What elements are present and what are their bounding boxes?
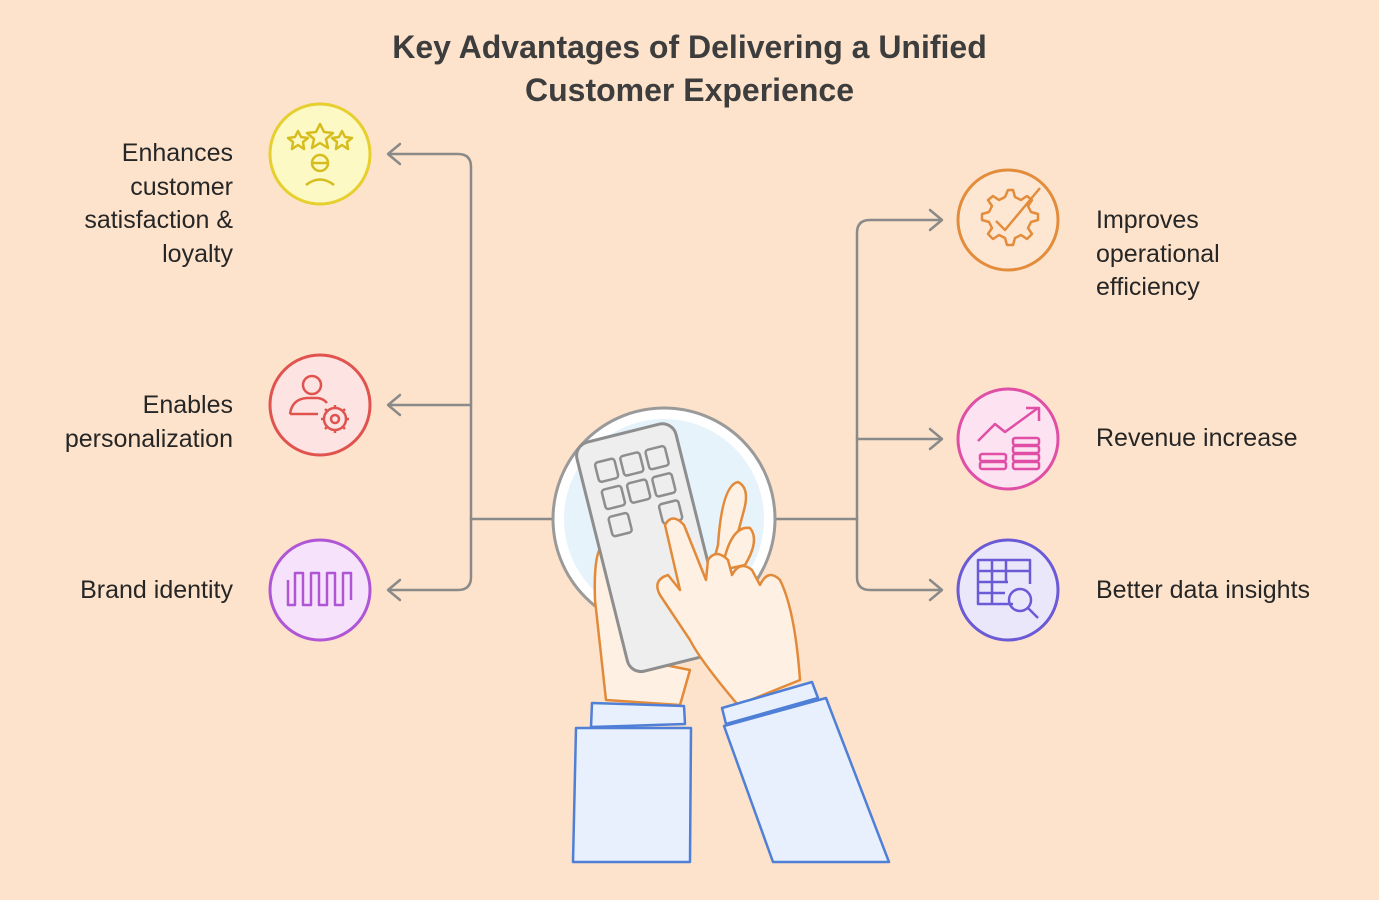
connectors xyxy=(386,142,944,602)
label-personalization-line-2: personalization xyxy=(64,424,233,453)
connector-left-bottom xyxy=(388,517,473,592)
gear-check-icon xyxy=(980,187,1041,247)
arrowhead-right-top xyxy=(928,208,944,232)
waveform-icon xyxy=(286,571,353,607)
arrowhead-right-mid xyxy=(928,427,944,451)
label-satisfaction-line-4: loyalty xyxy=(162,239,233,268)
arrowhead-left-top xyxy=(386,142,402,166)
arrowhead-right-bottom xyxy=(928,578,944,602)
revenue-chart-icon xyxy=(977,406,1041,471)
label-satisfaction: Enhances customer satisfaction & loyalty xyxy=(8,137,233,271)
label-efficiency: Improves operational efficiency xyxy=(1096,204,1376,305)
label-revenue-line-1: Revenue increase xyxy=(1096,424,1298,452)
stars-customer-icon xyxy=(286,122,354,187)
label-efficiency-line-2: operational xyxy=(1096,239,1220,268)
arrowhead-left-mid xyxy=(386,393,402,417)
label-satisfaction-line-1: Enhances xyxy=(121,139,233,167)
label-efficiency-line-1: Improves xyxy=(1096,206,1199,234)
icon-circle-revenue xyxy=(956,387,1060,491)
label-brand-identity: Brand identity xyxy=(8,574,233,608)
icon-circle-brand xyxy=(268,538,372,642)
connector-right-bottom xyxy=(855,517,942,592)
icon-circle-satisfaction xyxy=(268,102,372,206)
label-efficiency-line-3: efficiency xyxy=(1096,273,1200,301)
arrowhead-left-bottom xyxy=(386,578,402,602)
title-line-1: Key Advantages of Delivering a Unified xyxy=(392,29,987,65)
label-brand-identity-line-1: Brand identity xyxy=(80,576,233,604)
connector-left-top xyxy=(388,152,473,521)
label-insights: Better data insights xyxy=(1096,574,1376,608)
icon-circle-insights xyxy=(956,538,1060,642)
title-line-2: Customer Experience xyxy=(524,72,854,108)
label-revenue: Revenue increase xyxy=(1096,422,1376,456)
label-satisfaction-line-3: satisfaction & xyxy=(84,206,233,234)
label-satisfaction-line-2: customer xyxy=(130,172,233,201)
diagram-title: Key Advantages of Delivering a Unified C… xyxy=(0,26,1379,112)
hands-phone-icon xyxy=(551,406,891,864)
user-gear-icon xyxy=(288,374,349,433)
icon-circle-efficiency xyxy=(956,168,1060,272)
label-insights-line-1: Better data insights xyxy=(1096,576,1311,604)
connector-right-top xyxy=(855,218,942,521)
label-personalization-line-1: Enables xyxy=(142,391,233,419)
icon-circle-personalization xyxy=(268,353,372,457)
label-personalization: Enables personalization xyxy=(8,389,233,456)
table-search-icon xyxy=(976,558,1039,619)
